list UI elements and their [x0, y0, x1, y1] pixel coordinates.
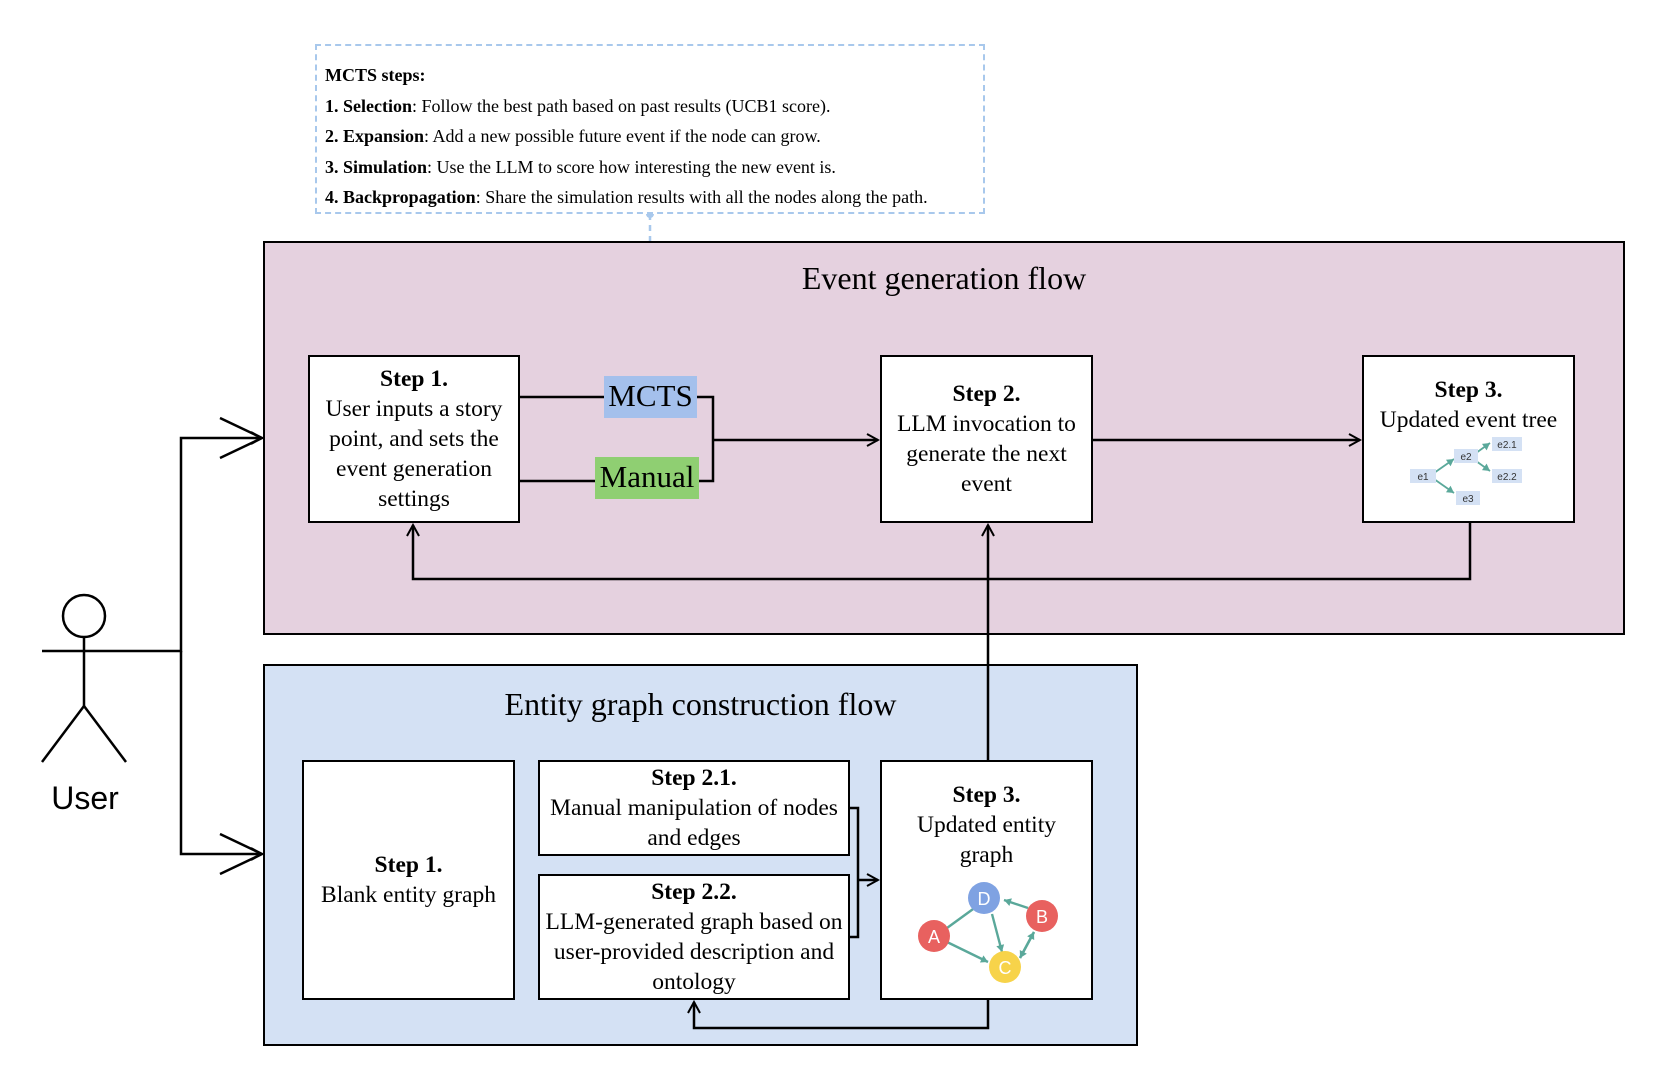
entity-step22-box: Step 2.2. LLM-generated graph based on u…: [538, 874, 850, 1000]
tree-node-e2-2: [1491, 469, 1522, 483]
event-step3-box: Step 3. Updated event tree e1 e2 e3 e2.1…: [1362, 355, 1575, 523]
tree-label-e2: e2: [1460, 452, 1472, 463]
mcts-steps-note: MCTS steps: 1. Selection: Follow the bes…: [315, 44, 985, 214]
tree-label-e3: e3: [1462, 494, 1474, 505]
entity-step1-header: Step 1.: [374, 852, 443, 878]
event-tree-icon: e1 e2 e3 e2.1 e2.2: [1409, 437, 1522, 505]
mcts-note-title: MCTS steps:: [325, 65, 426, 85]
entity-step21-box: Step 2.1. Manual manipulation of nodes a…: [538, 760, 850, 856]
tree-node-e2: [1453, 449, 1478, 463]
graph-label-c: C: [998, 958, 1011, 978]
entity-step1-text: Blank entity graph: [321, 882, 496, 908]
mcts-step-backpropagation: 4. Backpropagation: Share the simulation…: [325, 187, 928, 207]
event-step2-header: Step 2.: [952, 381, 1021, 407]
entity-graph-icon: A B C D: [917, 882, 1058, 983]
event-step3-header: Step 3.: [1434, 377, 1503, 403]
entity-step21-header: Step 2.1.: [651, 765, 737, 791]
entity-step21-text: Manual manipulation of nodes and edges: [550, 795, 838, 851]
event-flow-title: Event generation flow: [801, 260, 1087, 296]
graph-label-a: A: [927, 927, 939, 947]
entity-step22-text: LLM-generated graph based on user-provid…: [545, 909, 843, 995]
mcts-label: MCTS: [604, 376, 697, 418]
entity-step3-header: Step 3.: [952, 782, 1021, 808]
tree-node-e1: [1409, 469, 1436, 483]
user-label: User: [51, 780, 119, 816]
tree-node-e3: [1455, 491, 1480, 505]
tree-node-e2-1: [1491, 437, 1522, 451]
tree-label-e2-2: e2.2: [1497, 472, 1517, 483]
event-step2-box: Step 2. LLM invocation to generate the n…: [880, 355, 1093, 523]
mcts-step-expansion: 2. Expansion: Add a new possible future …: [325, 126, 821, 146]
event-step1-text: User inputs a story point, and sets the …: [325, 396, 503, 512]
entity-step22-header: Step 2.2.: [651, 879, 737, 905]
event-step3-text: Updated event tree: [1379, 407, 1558, 433]
tree-label-e2-1: e2.1: [1497, 440, 1517, 451]
entity-step1-box: Step 1. Blank entity graph: [302, 760, 515, 1000]
entity-step3-box: Step 3. Updated entity graph A B C D: [880, 760, 1093, 1000]
mcts-step-selection: 1. Selection: Follow the best path based…: [325, 95, 831, 116]
event-step1-box: Step 1. User inputs a story point, and s…: [308, 355, 520, 523]
mcts-step-simulation: 3. Simulation: Use the LLM to score how …: [325, 156, 836, 177]
graph-node-a: [917, 920, 950, 952]
event-step1-header: Step 1.: [380, 366, 448, 392]
tree-label-e1: e1: [1417, 472, 1429, 483]
entity-flow-title: Entity graph construction flow: [504, 686, 897, 722]
manual-label: Manual: [595, 457, 699, 499]
graph-label-b: B: [1035, 907, 1047, 927]
graph-node-b: [1025, 900, 1058, 932]
entity-step3-text: Updated entity graph: [916, 812, 1056, 868]
event-step2-text: LLM invocation to generate the next even…: [897, 411, 1076, 497]
graph-label-d: D: [977, 889, 990, 909]
graph-node-c: [988, 951, 1021, 983]
graph-node-d: [967, 882, 1000, 914]
